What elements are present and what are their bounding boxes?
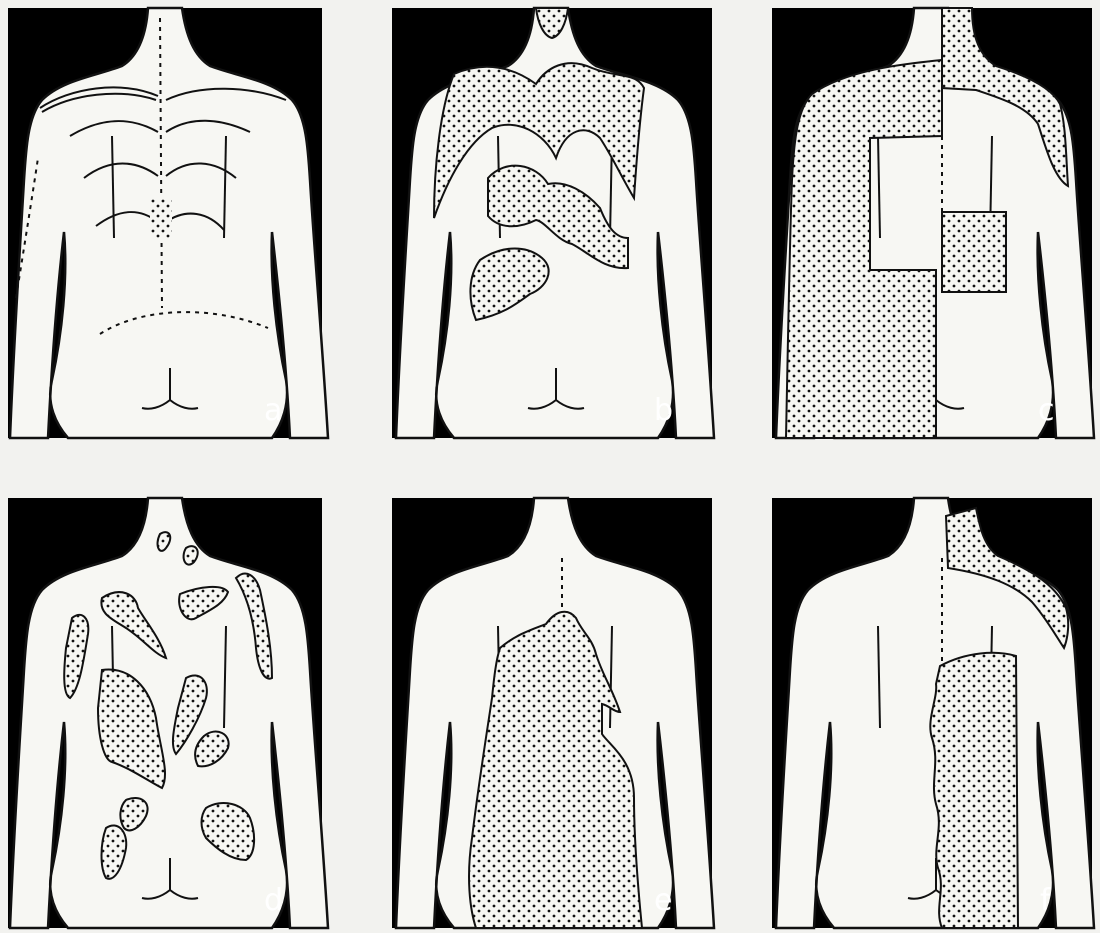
panel-d-label: d [264, 883, 283, 918]
panel-e: e [392, 498, 714, 928]
panel-f: f [772, 498, 1094, 928]
panel-a-label: a [264, 393, 282, 428]
panel-b: b [392, 8, 714, 438]
panel-b-label: b [654, 393, 673, 428]
panel-f-label: f [1040, 883, 1052, 918]
panel-d: d [8, 498, 328, 928]
panel-e-label: e [654, 883, 672, 918]
panel-a: a [8, 8, 328, 438]
panel-c: c [772, 8, 1094, 438]
panel-c-label: c [1038, 393, 1055, 428]
